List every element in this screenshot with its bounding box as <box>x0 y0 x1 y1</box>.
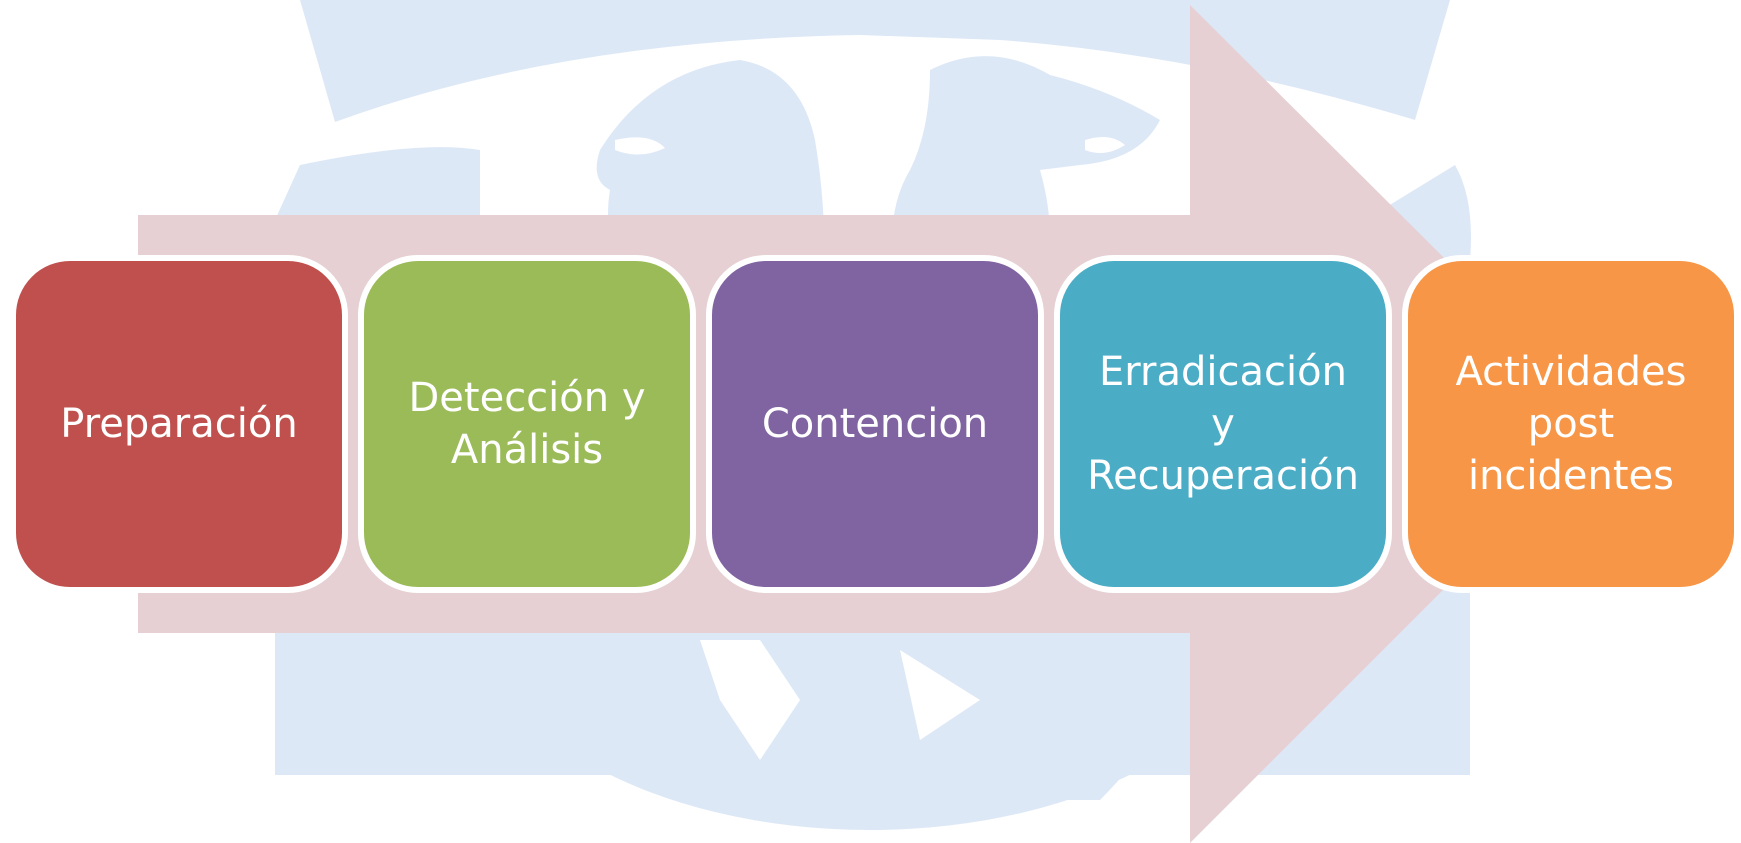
step-actividades-post-incidentes: Actividades post incidentes <box>1402 255 1740 593</box>
step-actividades-post-incidentes-label: Actividades post incidentes <box>1455 349 1687 499</box>
step-preparacion: Preparación <box>10 255 348 593</box>
step-preparacion-label: Preparación <box>60 401 298 447</box>
step-deteccion-analisis-label: Detección y Análisis <box>408 375 646 473</box>
step-erradicacion-recuperacion: Erradicación y Recuperación <box>1054 255 1392 593</box>
step-erradicacion-recuperacion-label: Erradicación y Recuperación <box>1087 349 1359 499</box>
step-contencion-label: Contencion <box>761 401 989 447</box>
step-deteccion-analisis: Detección y Análisis <box>358 255 696 593</box>
step-contencion: Contencion <box>706 255 1044 593</box>
